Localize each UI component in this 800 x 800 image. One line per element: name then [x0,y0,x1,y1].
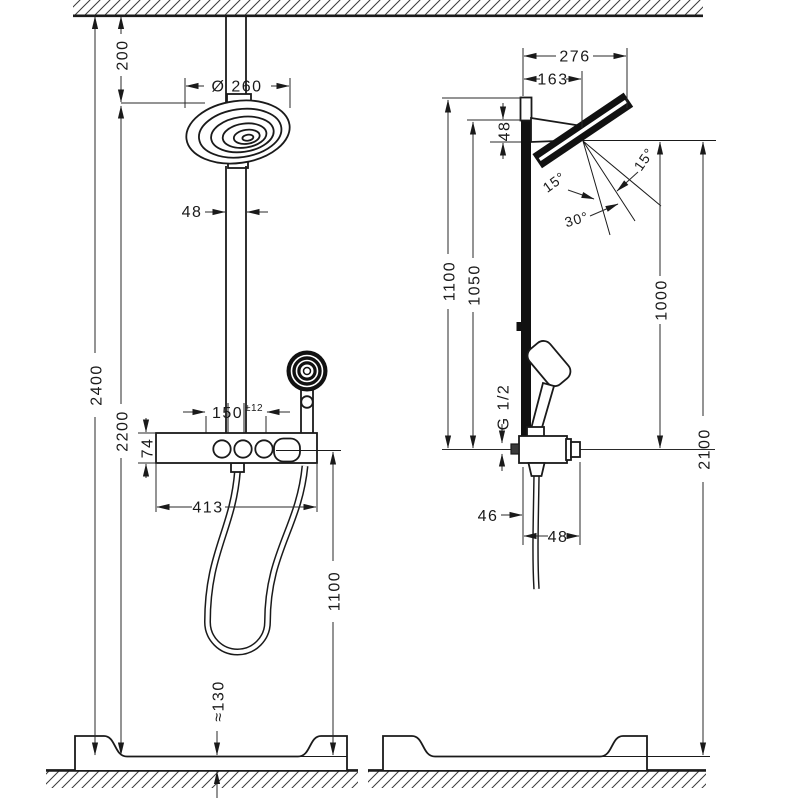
overhead-shower-side [532,92,634,169]
dim-pipe-width: 48 [182,204,203,221]
dim-overall-height-side: 2100 [697,428,714,470]
handshower-front [286,350,328,433]
thermostat-side [510,435,581,464]
dim-ceiling-offset: 200 [115,39,132,70]
dim-handshower-height: 1100 [327,571,344,611]
dim-supply-spacing-tolerance: ±12 [245,403,263,414]
dim-hose-offset: 46 [478,508,499,525]
dim-spray-height: 1000 [654,279,671,321]
dim-panel-height: 2200 [115,410,132,452]
select-button-3 [254,439,274,459]
side-dimensions: 276 163 48 1100 1050 1000 [442,48,714,756]
dim-panel-width: 413 [192,500,223,517]
dim-connection-thread: G 1/2 [496,384,513,431]
supply-connector [510,443,520,455]
side-view: 15° 15° 30° [442,48,716,756]
dim-arm-length: 163 [537,72,568,89]
wall-bar-side [516,96,533,437]
shower-pipe [225,166,247,433]
dim-hose-clearance: 48 [548,529,569,546]
floor-hatch-right [368,769,706,788]
shower-hose-front [203,462,309,656]
holder-ring [300,395,314,409]
knob-cap [570,441,581,458]
dim-arm-thickness: 48 [497,121,514,142]
dim-panel-thickness: 74 [140,438,157,459]
shower-tray-front-view [74,735,348,770]
floor-hatch-left [46,769,358,788]
overhead-shower-head [185,93,291,169]
dim-head-diameter: Ø 260 [211,79,262,96]
dim-overall-height-front: 2400 [89,364,106,406]
ceiling-hatch [73,0,703,18]
dim-bar-top-height: 1100 [442,261,459,301]
shower-tray-side-view [382,735,710,770]
handshower-side [526,340,572,438]
dim-supply-spacing: 150 [212,405,243,422]
select-button-2 [233,439,253,459]
thermostat-bar [155,432,341,464]
dim-arm-joint-height: 1050 [467,264,484,306]
front-dimensions: 2400 200 2200 Ø 260 48 150 ±12 [89,16,344,798]
dim-tilt-range: 30° [563,208,591,230]
dim-head-depth: 276 [559,49,590,66]
front-view: 2400 200 2200 Ø 260 48 150 ±12 [89,16,344,798]
dim-tray-height: ≈130 [211,680,228,721]
select-button-1 [212,439,232,459]
ceiling-pipe [225,16,247,102]
